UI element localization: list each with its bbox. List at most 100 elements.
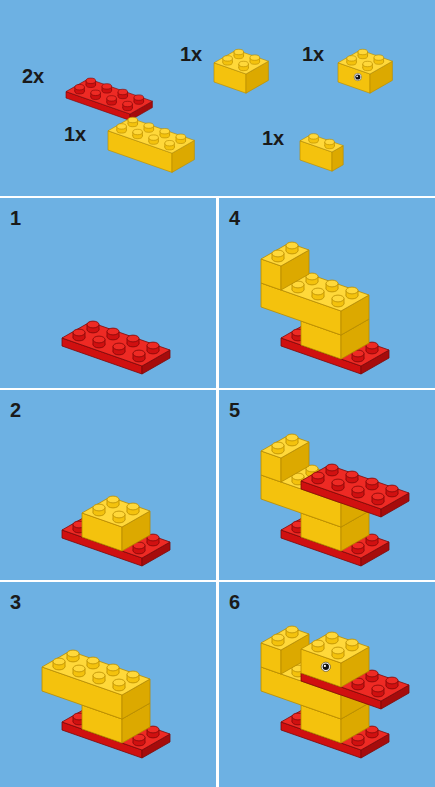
brick-face: [62, 514, 170, 558]
brick-stud: [332, 647, 344, 654]
brick-stud: [366, 478, 378, 485]
brick-stud: [73, 665, 85, 672]
brick-stud: [67, 650, 79, 657]
brick-stud: [272, 250, 284, 257]
brick-stud: [332, 295, 344, 302]
brick-stud: [87, 657, 99, 664]
brick-stud: [312, 472, 324, 479]
brick-stud: [75, 84, 85, 89]
brick-stud: [133, 350, 145, 357]
quantity-label: 2x: [22, 66, 44, 86]
brick-stud: [309, 134, 319, 139]
brick-stud: [73, 329, 85, 336]
brick-stud: [286, 242, 298, 249]
brick-stud: [165, 140, 175, 145]
brick-stud: [363, 61, 373, 66]
brick-stud: [326, 632, 338, 639]
brick-stud: [272, 442, 284, 449]
brick-face: [261, 627, 309, 650]
brick-stud: [107, 328, 119, 335]
brick-stud: [325, 139, 335, 144]
brick-stud: [93, 504, 105, 511]
brick-stud: [372, 493, 384, 500]
brick-stud: [346, 639, 358, 646]
brick-stud: [286, 626, 298, 633]
brick-stud: [250, 55, 260, 60]
brick-face: [82, 497, 150, 527]
brick-face: [301, 633, 369, 663]
brick-face: [42, 667, 122, 719]
quantity-label: 1x: [302, 44, 324, 64]
brick-face: [66, 79, 152, 114]
brick-stud: [352, 486, 364, 493]
brick-face: [338, 50, 392, 74]
brick-stud: [113, 679, 125, 686]
brick-stud: [176, 134, 186, 139]
eye: [356, 75, 358, 77]
eye: [323, 664, 329, 670]
brick-stud: [93, 672, 105, 679]
quantity-label: 1x: [262, 128, 284, 148]
brick-stud: [374, 55, 384, 60]
step-number: 3: [10, 592, 21, 612]
brick-stud: [386, 485, 398, 492]
brick-face: [261, 435, 309, 458]
brick-stud: [149, 135, 159, 140]
brick-stud: [372, 685, 384, 692]
eye: [354, 73, 361, 80]
brick-stud: [127, 335, 139, 342]
brick-stud: [312, 640, 324, 647]
brick-stud: [346, 471, 358, 478]
brick-face: [261, 243, 309, 266]
brick-stud: [234, 49, 244, 54]
brick-face: [42, 651, 150, 695]
step-number: 2: [10, 400, 21, 420]
brick-stud: [107, 96, 117, 101]
brick-stud: [358, 49, 368, 54]
parts-panel: 2x 1x 1x 1x 1x: [0, 0, 435, 196]
brick-face: [62, 322, 170, 366]
brick-stud: [91, 90, 101, 95]
brick-stud: [347, 56, 357, 61]
brick-stud: [87, 321, 99, 328]
brick-stud: [118, 89, 128, 94]
brick-face: [261, 283, 341, 335]
brick-stud: [107, 664, 119, 671]
brick-face: [108, 118, 194, 153]
brick-stud: [117, 124, 127, 129]
brick-stud: [113, 343, 125, 350]
brick-stud: [134, 95, 144, 100]
brick-stud: [386, 677, 398, 684]
brick-stud: [102, 84, 112, 89]
brick-stud: [127, 671, 139, 678]
brick-stud: [113, 511, 125, 518]
brick-stud: [160, 128, 170, 133]
brick-stud: [107, 496, 119, 503]
brick-stud: [128, 117, 138, 122]
eye: [355, 74, 360, 79]
brick-stud: [286, 434, 298, 441]
brick-stud: [272, 634, 284, 641]
brick-face: [300, 134, 343, 152]
step-number: 1: [10, 208, 21, 228]
brick-face: [301, 465, 409, 509]
step-number: 6: [229, 592, 240, 612]
brick-stud: [133, 129, 143, 134]
brick-stud: [326, 280, 338, 287]
brick-face: [214, 50, 268, 74]
quantity-label: 1x: [64, 124, 86, 144]
brick-stud: [93, 336, 105, 343]
brick-stud: [223, 56, 233, 61]
brick-stud: [127, 503, 139, 510]
quantity-label: 1x: [180, 44, 202, 64]
brick-stud: [53, 658, 65, 665]
brick-face: [108, 131, 172, 173]
brick-stud: [144, 123, 154, 128]
eye: [324, 665, 326, 667]
eye: [321, 662, 330, 671]
step-number: 5: [229, 400, 240, 420]
brick-stud: [326, 464, 338, 471]
brick-stud: [332, 479, 344, 486]
brick-stud: [123, 101, 133, 106]
